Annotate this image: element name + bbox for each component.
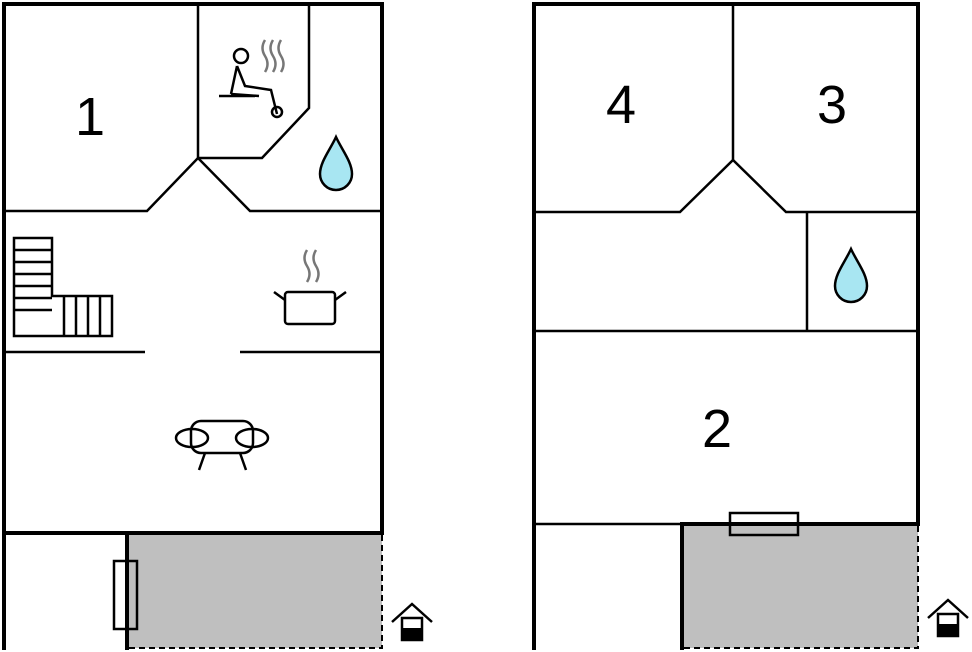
staircase-icon — [12, 236, 114, 338]
room-label: 3 — [817, 75, 847, 135]
room-label: 1 — [75, 87, 105, 147]
entrance-icon — [927, 598, 969, 638]
sauna-wall — [196, 4, 311, 160]
left-floor-plan: 1 — [2, 2, 433, 650]
outer-wall — [2, 2, 384, 650]
terrace-dashed-edge — [127, 535, 383, 649]
door-panel — [728, 511, 800, 537]
entrance-icon — [391, 602, 433, 642]
upper-divider-wall — [534, 158, 918, 214]
door-panel — [112, 559, 139, 631]
terrace-area — [127, 535, 382, 648]
terrace-dashed-edge — [682, 526, 919, 649]
right-floor-plan: 4 3 2 — [532, 2, 969, 650]
room-label: 2 — [702, 399, 732, 459]
kitchen-pot-icon — [273, 249, 347, 326]
bathroom-drop-icon — [318, 134, 354, 192]
room-label: 4 — [606, 75, 636, 135]
sauna-icon — [219, 39, 285, 119]
outer-wall — [532, 2, 920, 650]
bathroom-drop-icon — [833, 246, 869, 304]
sofa-icon — [174, 419, 270, 471]
terrace-area — [682, 526, 918, 648]
